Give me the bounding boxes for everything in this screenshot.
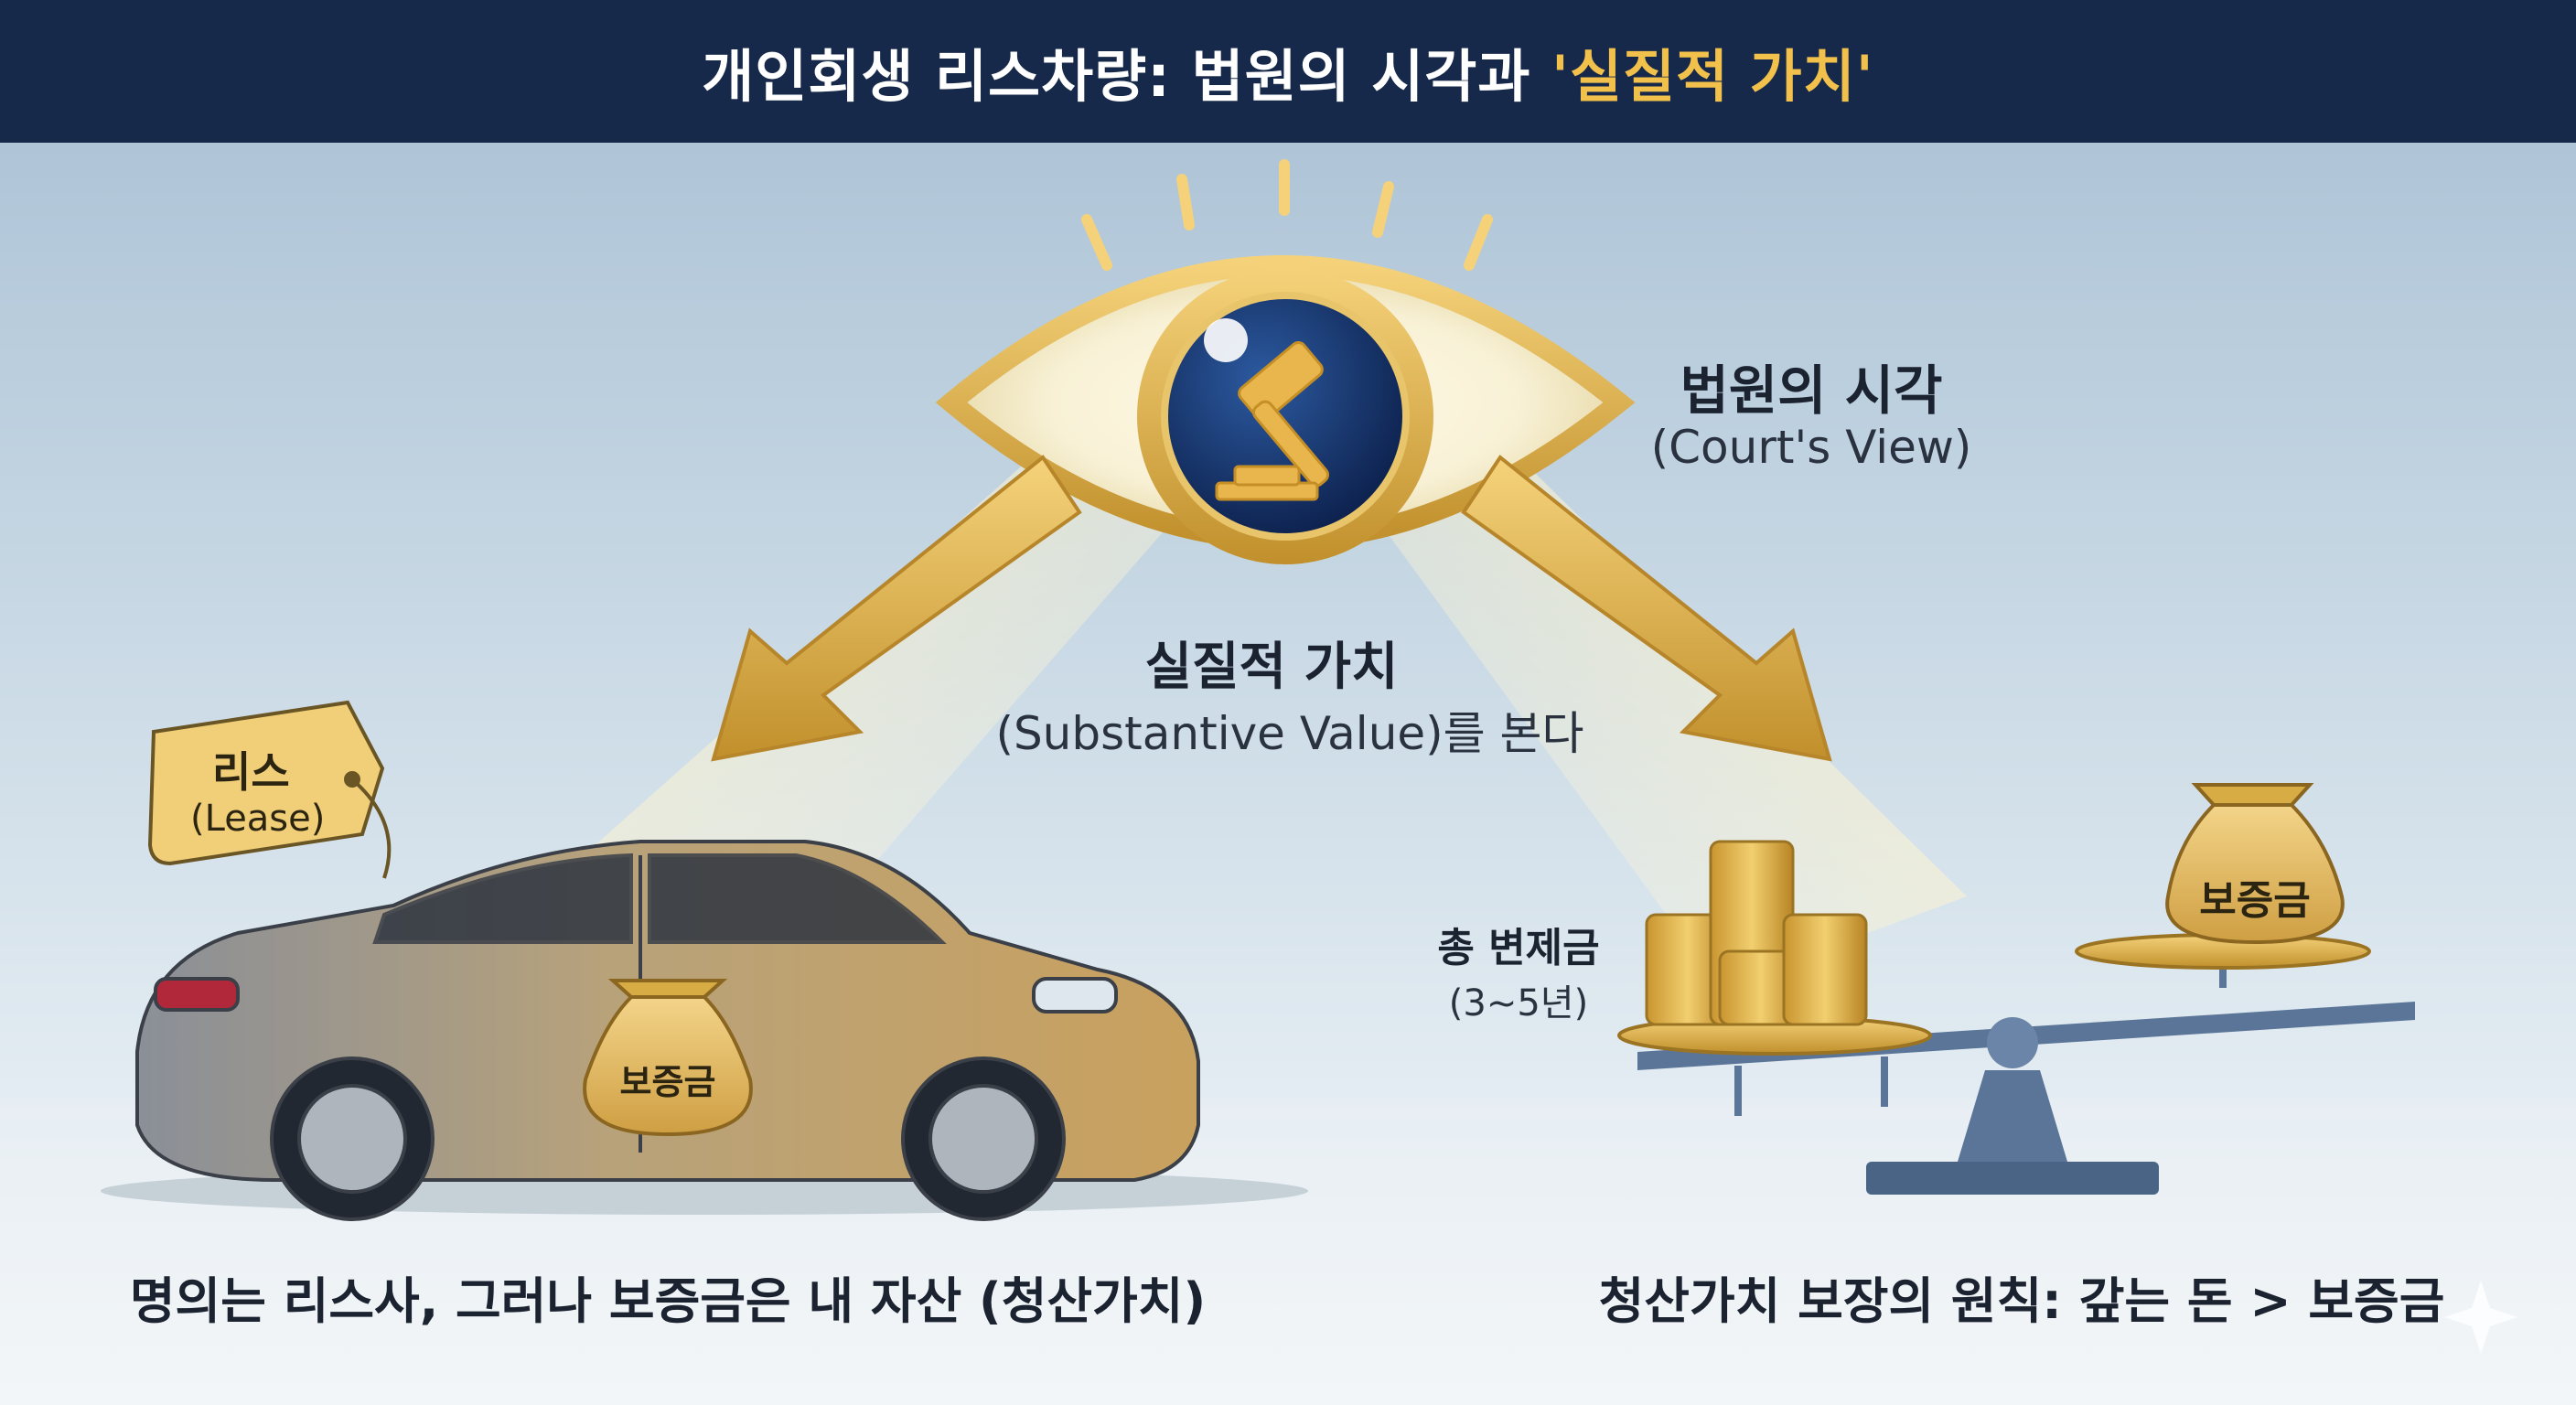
lease-tag-sublabel: (Lease) [190, 798, 326, 840]
total-payment-period: (3~5년) [1448, 982, 1589, 1024]
balance-scale-icon [1617, 933, 2415, 1195]
light-beam-right [1372, 439, 1967, 988]
sparkle-icon [2444, 1281, 2517, 1354]
coin-stacks-icon [1645, 840, 1868, 1026]
scale-money-bag-icon [2165, 783, 2345, 945]
arrow-right [1461, 455, 1832, 762]
lease-tag-label: 리스 [212, 747, 290, 797]
substantive-value-subtitle: (Substantive Value)를 본다 [995, 707, 1584, 760]
gavel-icon [1215, 340, 1330, 501]
title-main: 개인회생 리스차량: 법원의 시각과 [702, 43, 1551, 110]
eye-rays [1081, 159, 1493, 271]
lease-tag [147, 700, 392, 879]
car-caption: 명의는 리스사, 그러나 보증금은 내 자산 (청산가치) [129, 1272, 1207, 1330]
substantive-value-title: 실질적 가치 [1144, 638, 1399, 697]
page-title: 개인회생 리스차량: 법원의 시각과 '실질적 가치' [702, 30, 1873, 113]
scale-caption: 청산가치 보장의 원칙: 갚는 돈 > 보증금 [1598, 1272, 2445, 1330]
title-highlight: '실질적 가치' [1551, 43, 1874, 110]
court-view-subtitle: (Court's View) [1650, 421, 1972, 474]
car-deposit-label: 보증금 [619, 1062, 716, 1102]
car-money-bag-icon [583, 979, 753, 1137]
total-payment-label: 총 변제금 [1437, 925, 1600, 971]
court-view-title: 법원의 시각 [1680, 359, 1943, 422]
arrow-left [711, 455, 1082, 762]
scale-deposit-label: 보증금 [2199, 877, 2311, 924]
title-bar: 개인회생 리스차량: 법원의 시각과 '실질적 가치' [0, 0, 2576, 143]
court-eye-icon [935, 255, 1636, 564]
